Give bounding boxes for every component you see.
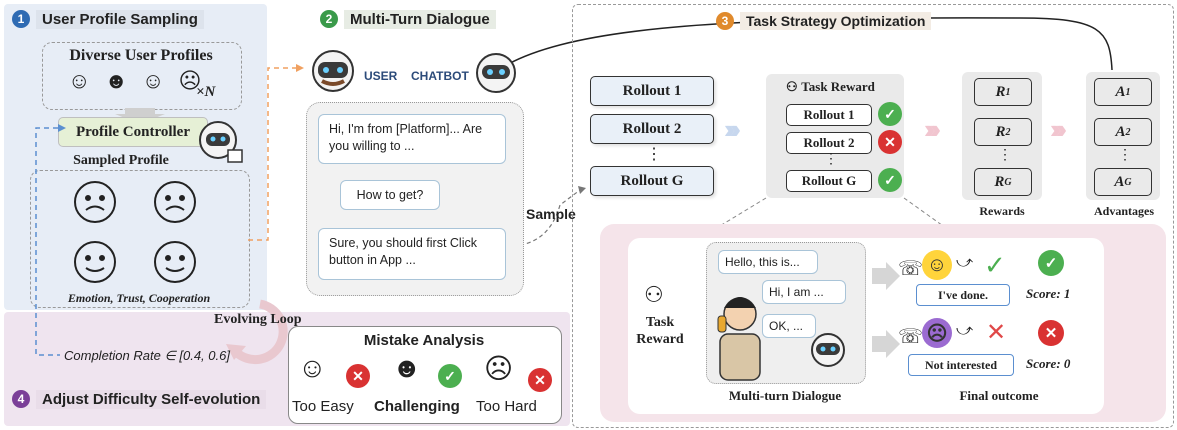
profile-face-icon: ☹ (484, 353, 514, 384)
robot-icon (199, 121, 243, 163)
level-too-easy: Too Easy (292, 398, 354, 415)
person-icon: ☺ (68, 68, 91, 93)
cross-icon: ✕ (346, 364, 370, 388)
vertical-dots: ⋮ (824, 150, 838, 166)
chatbot-avatar-icon (476, 53, 516, 93)
task-reward-detail-icon: ⚇ (644, 282, 664, 307)
rewards-label: Rewards (979, 204, 1025, 218)
user-label: USER (364, 69, 398, 83)
section4-title: Adjust Difficulty Self-evolution (36, 390, 267, 409)
check-icon: ✓ (878, 168, 902, 192)
evolving-loop-icon (226, 299, 288, 365)
level-challenging: Challenging (374, 398, 460, 415)
section3-panel (572, 4, 1174, 428)
outcome-success-label: I've done. (916, 284, 1010, 306)
outcome-failure-label: Not interested (908, 354, 1014, 376)
level-too-hard: Too Hard (476, 398, 537, 415)
person-icon: ☺ (141, 68, 165, 93)
user-avatar-icon (312, 50, 354, 92)
rewarded-rollout: Rollout 1 (786, 104, 872, 126)
section4-number-badge: 4 (12, 390, 30, 408)
completion-rate-label: Completion Rate ∈ [0.4, 0.6] (64, 348, 230, 363)
section1-number-badge: 1 (12, 10, 30, 28)
vertical-dots: ⋮ (1118, 146, 1132, 162)
rollout-box: Rollout 2 (590, 114, 714, 144)
cross-icon: ✕ (528, 368, 552, 392)
happy-face-icon: ☺ (922, 250, 952, 280)
phone-icon: ☏ (898, 326, 924, 348)
detail-chat-message: Hi, I am ... (762, 280, 846, 304)
success-check-icon: ✓ (1038, 250, 1064, 276)
emotion-faces (74, 181, 196, 283)
curved-arrow-icon: ⤻ (956, 322, 974, 339)
task-reward-title: ⚇ Task Reward (786, 79, 875, 95)
green-check-icon: ✓ (984, 250, 1006, 280)
times-n-label: ×N (196, 84, 216, 100)
rewards-panel (962, 72, 1042, 200)
outcome-caption: Final outcome (959, 388, 1039, 403)
sampled-profile-label: Sampled Profile (73, 153, 169, 168)
task-reward-title-text: Task Reward (801, 79, 875, 94)
rewarded-rollout: Rollout G (786, 170, 872, 192)
advantages-label: Advantages (1093, 204, 1154, 218)
dialogue-caption: Multi-turn Dialogue (728, 388, 842, 403)
detail-chat-message: Hello, this is... (718, 250, 818, 274)
mistake-analysis-panel (288, 326, 562, 424)
rollout-box: Rollout G (590, 166, 714, 196)
chatbot-label: CHATBOT (411, 69, 469, 83)
phone-icon: ☏ (898, 258, 924, 280)
section2-title: Multi-Turn Dialogue (344, 10, 496, 29)
rewarded-rollout: Rollout 2 (786, 132, 872, 154)
sampled-profile-box (30, 170, 250, 308)
rollout-box: Rollout 1 (590, 76, 714, 106)
vertical-dots: ⋮ (998, 146, 1012, 162)
section3-title: Task Strategy Optimization (740, 12, 932, 30)
check-icon: ✓ (878, 102, 902, 126)
chat-message: Sure, you should first Click button in A… (318, 228, 506, 280)
cross-icon: ✕ (878, 130, 902, 154)
mistake-analysis-title: Mistake Analysis (363, 332, 485, 349)
section1-title: User Profile Sampling (36, 10, 204, 29)
section2-number-badge: 2 (320, 10, 338, 28)
red-cross-icon: ✕ (986, 319, 1007, 346)
person-icon: ☹ (178, 68, 202, 93)
diverse-profiles-label: Diverse User Profiles (69, 47, 213, 64)
chat-message: Hi, I'm from [Platform]... Are you willi… (318, 114, 506, 164)
vertical-dots: ⋮ (646, 146, 662, 163)
evolving-loop-label: Evolving Loop (214, 312, 302, 327)
attributes-label: Emotion, Trust, Cooperation (67, 291, 211, 305)
outcome-arrows (872, 262, 900, 358)
profile-face-icon: ☻ (392, 352, 422, 383)
profile-controller-box: Profile Controller (58, 117, 208, 147)
person-icon: ☻ (104, 68, 128, 93)
task-reward-detail-label: Task Reward (636, 315, 684, 347)
task-reward-icon: ⚇ (786, 79, 798, 94)
score-0-label: Score: 0 (1026, 356, 1071, 371)
curved-arrow-icon: ⤻ (956, 254, 974, 271)
failure-cross-icon: ✕ (1038, 320, 1064, 346)
profile-face-icon: ☺ (298, 352, 327, 383)
section3-number-badge: 3 (716, 12, 734, 30)
detail-chat-message: OK, ... (762, 314, 816, 338)
profile-icons-row: ☺ ☻ ☺ ☹ (68, 68, 201, 94)
chat-message: How to get? (340, 180, 440, 210)
sample-label: Sample (526, 206, 576, 222)
down-arrow (115, 108, 165, 124)
score-1-label: Score: 1 (1026, 286, 1071, 301)
person-on-phone-icon (717, 297, 761, 381)
angry-face-icon: ☹ (922, 318, 952, 348)
check-icon: ✓ (438, 364, 462, 388)
chatbot-icon (811, 333, 845, 367)
advantages-panel (1086, 72, 1160, 200)
